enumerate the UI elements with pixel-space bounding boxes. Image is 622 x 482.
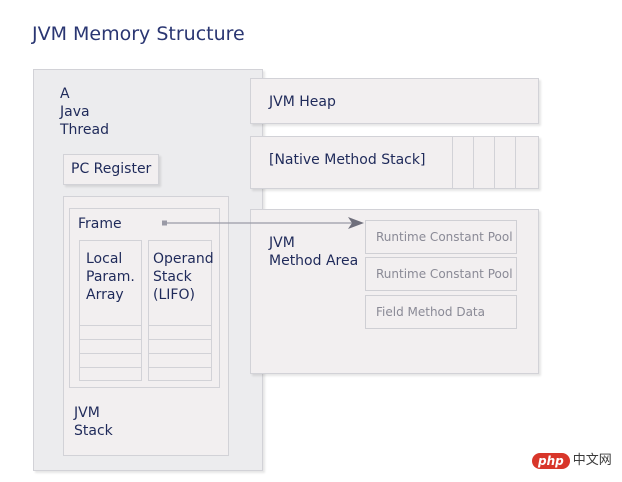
php-logo: php [532, 453, 570, 469]
runtime-constant-pool-1: Runtime Constant Pool [365, 220, 517, 254]
field-method-data: Field Method Data [365, 295, 517, 329]
local-array-row-line [80, 339, 141, 340]
native-method-stack-label: [Native Method Stack] [269, 152, 426, 168]
local-params-label: Local Param. Array [86, 251, 135, 303]
operand-stack [148, 240, 212, 381]
native-stack-divider [494, 137, 495, 188]
pc-register-label: PC Register [71, 161, 152, 177]
diagram-title: JVM Memory Structure [32, 23, 245, 45]
site-name: 中文网 [572, 453, 612, 468]
native-stack-divider [515, 137, 516, 188]
local-array-row-line [80, 353, 141, 354]
jvm-heap-label: JVM Heap [269, 94, 336, 110]
php-cn-watermark: php 中文网 [532, 452, 612, 470]
native-stack-divider [473, 137, 474, 188]
operand-stack-row-line [149, 325, 211, 326]
operand-stack-row-line [149, 367, 211, 368]
jvm-stack-label: JVM Stack [74, 405, 113, 439]
operand-stack-row-line [149, 339, 211, 340]
runtime-constant-pool-2: Runtime Constant Pool [365, 257, 517, 291]
local-array-row-line [80, 325, 141, 326]
operand-stack-label: Operand Stack (LIFO) [153, 251, 214, 303]
pc-register-box [63, 154, 159, 185]
operand-stack-row-line [149, 353, 211, 354]
local-params-array [79, 240, 142, 381]
method-area-label: JVM Method Area [269, 235, 359, 269]
local-array-row-line [80, 367, 141, 368]
jvm-heap-box [250, 78, 539, 124]
frame-label: Frame [78, 216, 122, 232]
native-stack-divider [452, 137, 453, 188]
java-thread-label: A Java Thread [60, 86, 109, 138]
native-method-stack-box [250, 136, 539, 189]
